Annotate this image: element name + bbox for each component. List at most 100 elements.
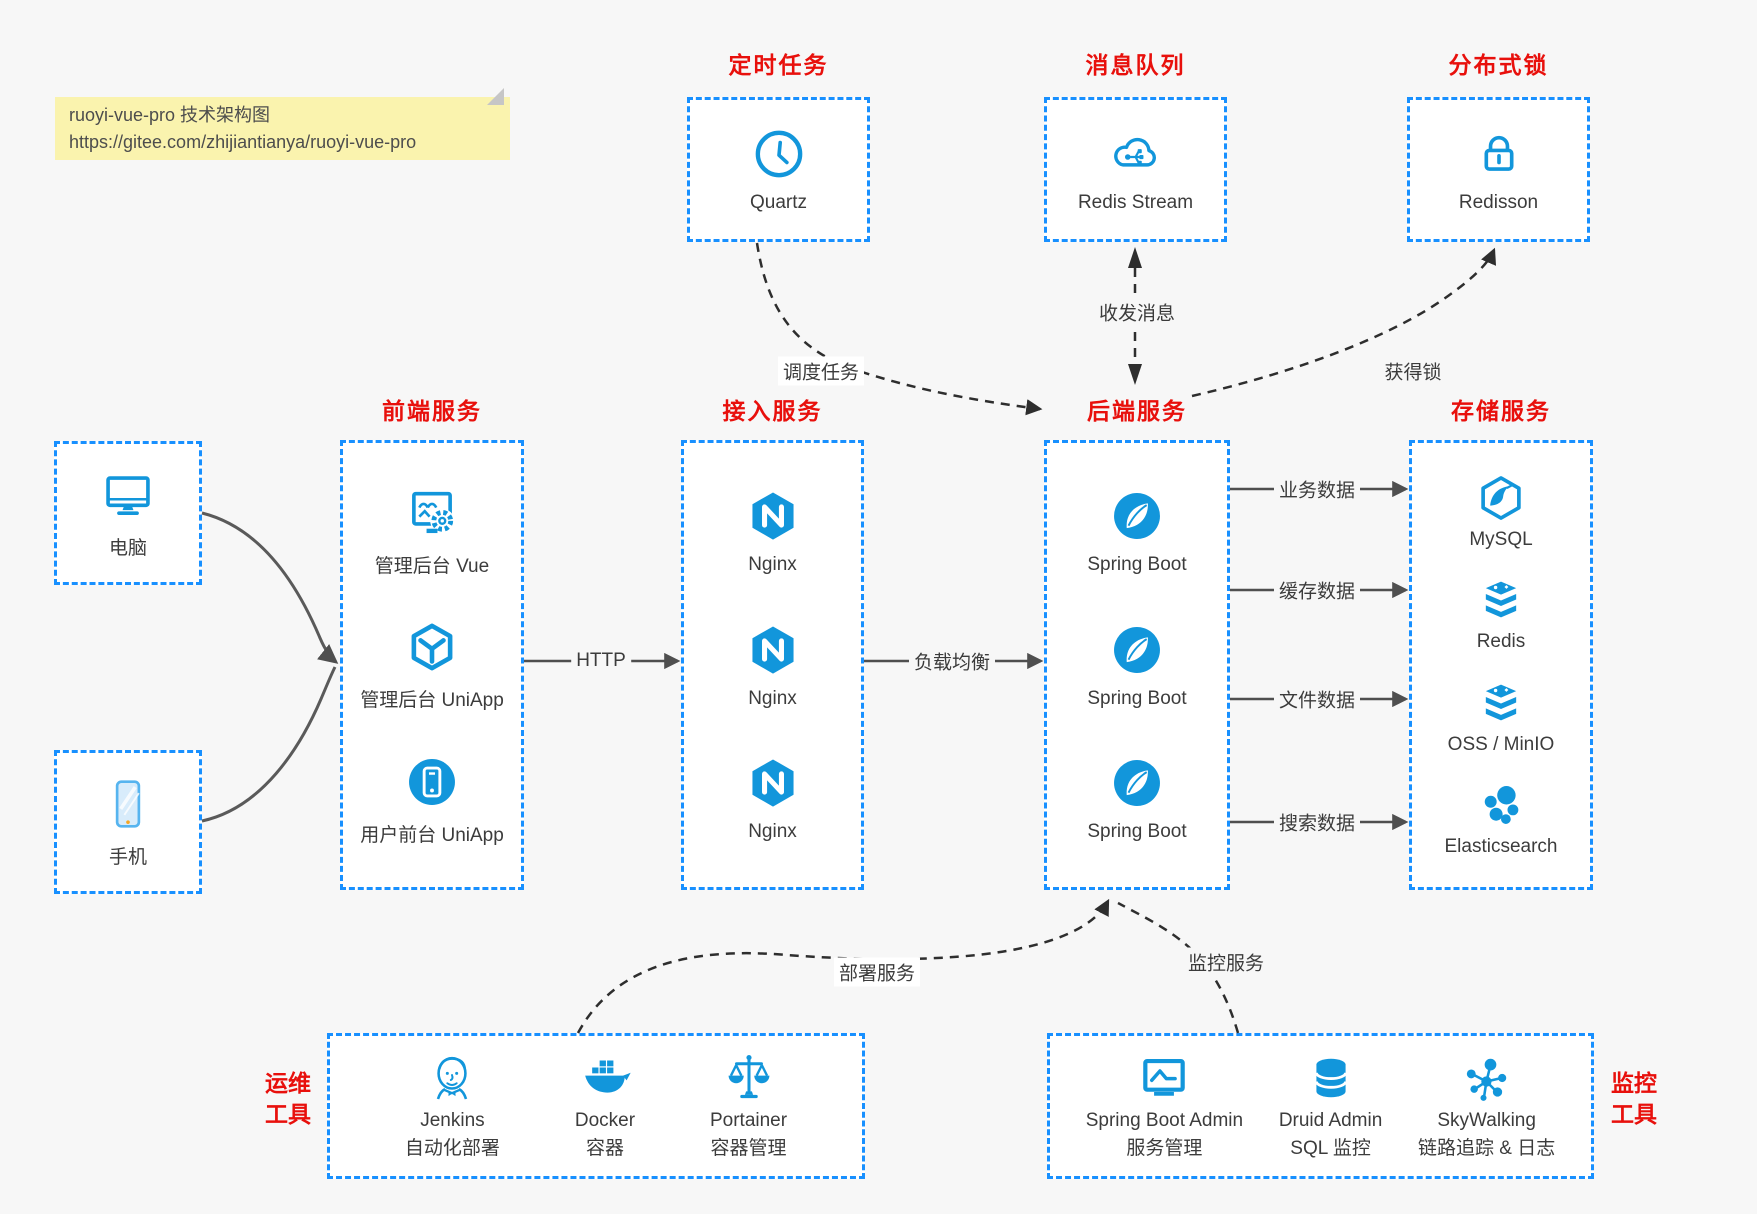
admin-monitor-icon	[1143, 1058, 1186, 1096]
item-label: 用户前台 UniApp	[360, 824, 504, 846]
devops-group-box: Jenkins 自动化部署 Docker 容器	[327, 1033, 865, 1179]
edge-label-acquire-lock: 获得锁	[1379, 356, 1447, 386]
gateway-group-box: Nginx Nginx Nginx	[681, 440, 864, 890]
uniapp-cube-icon	[411, 623, 453, 671]
mysql-item: MySQL	[1469, 472, 1533, 551]
edge-msg-arrowhead-up	[1128, 247, 1142, 268]
edge-msg-arrowhead-down	[1128, 364, 1142, 385]
backend-group-title: 后端服务	[1087, 398, 1187, 424]
item-desc: SQL 监控	[1290, 1138, 1371, 1159]
item-label: Spring Boot	[1087, 554, 1187, 576]
gateway-group-title: 接入服务	[722, 398, 823, 424]
user-app-icon	[409, 758, 455, 805]
docker-whale-icon	[585, 1060, 631, 1093]
springboot-item-1: Spring Boot	[1087, 487, 1187, 576]
edge-label-file-data: 文件数据	[1273, 684, 1361, 714]
springboot-icon	[1114, 493, 1160, 540]
item-label: Nginx	[748, 820, 797, 842]
admin-uniapp-item: 管理后台 UniApp	[360, 618, 504, 712]
computer-icon	[106, 476, 150, 515]
jenkins-item: Jenkins 自动化部署	[405, 1050, 500, 1162]
skywalking-topology-icon	[1466, 1058, 1506, 1101]
item-label: MySQL	[1469, 529, 1533, 551]
item-name: Druid Admin	[1278, 1110, 1383, 1131]
item-label: Redis	[1476, 631, 1526, 653]
edge-label-search-data: 搜索数据	[1273, 807, 1361, 837]
edge-label-deploy-service: 部署服务	[833, 957, 921, 987]
edge-label-schedule-task: 调度任务	[777, 356, 865, 386]
mq-group-box: Redis Stream	[1044, 97, 1227, 242]
redisson-item: Redisson	[1459, 125, 1538, 214]
note-title: ruoyi-vue-pro 技术架构图	[69, 105, 271, 125]
user-uniapp-item: 用户前台 UniApp	[360, 753, 504, 847]
admin-vue-icon	[412, 491, 455, 533]
note-fold-corner	[487, 88, 504, 105]
redis-stack-icon	[1485, 581, 1517, 618]
item-name: Jenkins	[420, 1110, 485, 1131]
edge-label-http: HTTP	[571, 649, 631, 673]
lock-group-title: 分布式锁	[1448, 52, 1549, 78]
item-name: Docker	[574, 1110, 636, 1131]
docker-item: Docker 容器	[575, 1050, 635, 1162]
nginx-icon	[751, 625, 794, 674]
springboot-icon	[1114, 626, 1160, 673]
item-label: Spring Boot	[1087, 687, 1187, 709]
monitoring-title-line2: 工具	[1611, 1101, 1657, 1127]
springboot-item-2: Spring Boot	[1087, 621, 1187, 710]
druid-admin-item: Druid Admin SQL 监控	[1278, 1050, 1383, 1162]
edge-phone-to-frontend	[201, 666, 337, 823]
quartz-item: Quartz	[750, 125, 808, 214]
item-label: 管理后台 UniApp	[360, 690, 504, 711]
monitoring-group-title: 监控 工具	[1604, 1068, 1664, 1130]
spring-boot-admin-item: Spring Boot Admin 服务管理	[1086, 1050, 1243, 1162]
backend-group-box: Spring Boot Spring Boot Spring Boot	[1044, 440, 1230, 890]
admin-vue-item: 管理后台 Vue	[375, 484, 489, 578]
scheduler-group-title: 定时任务	[728, 52, 829, 78]
redis-item: Redis	[1475, 574, 1527, 653]
frontend-group-title: 前端服务	[382, 398, 482, 424]
computer-client-box: 电脑	[54, 441, 202, 585]
nginx-item-1: Nginx	[744, 487, 802, 576]
item-name: Portainer	[709, 1110, 788, 1131]
sticky-note: ruoyi-vue-pro 技术架构图 https://gitee.com/zh…	[55, 88, 510, 160]
item-name: SkyWalking	[1437, 1110, 1536, 1131]
edge-label-load-balance: 负载均衡	[908, 646, 996, 676]
frontend-group-box: 管理后台 Vue 管理后台 UniApp 用户前台 UniApp	[340, 440, 524, 890]
item-label: 手机	[108, 847, 147, 868]
monitoring-title-line1: 监控	[1611, 1070, 1657, 1096]
phone-icon	[115, 780, 141, 828]
devops-title-line2: 工具	[265, 1101, 311, 1127]
item-name: Spring Boot Admin	[1085, 1110, 1244, 1131]
item-label: Redis Stream	[1077, 192, 1194, 213]
edge-label-monitor-service: 监控服务	[1182, 947, 1270, 977]
item-desc: 链路追踪 & 日志	[1418, 1138, 1556, 1159]
item-label: OSS / MinIO	[1447, 733, 1555, 755]
portainer-item: Portainer 容器管理	[710, 1050, 787, 1162]
mysql-icon	[1481, 476, 1521, 521]
item-label: Nginx	[748, 687, 797, 709]
jenkins-butler-icon	[437, 1056, 468, 1100]
storage-group-title: 存储服务	[1451, 398, 1551, 424]
item-desc: 自动化部署	[404, 1138, 500, 1159]
springboot-icon	[1114, 759, 1160, 806]
edge-label-business-data: 业务数据	[1273, 474, 1361, 504]
item-label: Elasticsearch	[1444, 835, 1558, 857]
item-label: 管理后台 Vue	[374, 555, 490, 577]
nginx-icon	[751, 492, 794, 540]
clock-icon	[755, 130, 802, 178]
elasticsearch-item: Elasticsearch	[1445, 779, 1558, 858]
item-label: Spring Boot	[1087, 820, 1187, 842]
portainer-scales-icon	[728, 1055, 769, 1099]
edge-acquire-lock-arrow	[1191, 247, 1497, 398]
elasticsearch-cluster-icon	[1484, 785, 1519, 824]
computer-item: 电脑	[99, 466, 157, 560]
item-label: Nginx	[748, 554, 797, 576]
edge-label-send-receive-msg: 收发消息	[1093, 297, 1181, 327]
note-url: https://gitee.com/zhijiantianya/ruoyi-vu…	[69, 132, 417, 152]
edge-computer-to-frontend	[201, 511, 339, 664]
devops-group-title: 运维 工具	[258, 1068, 318, 1130]
object-storage-stack-icon	[1485, 684, 1517, 720]
database-icon	[1314, 1058, 1347, 1098]
oss-minio-item: OSS / MinIO	[1447, 677, 1555, 756]
